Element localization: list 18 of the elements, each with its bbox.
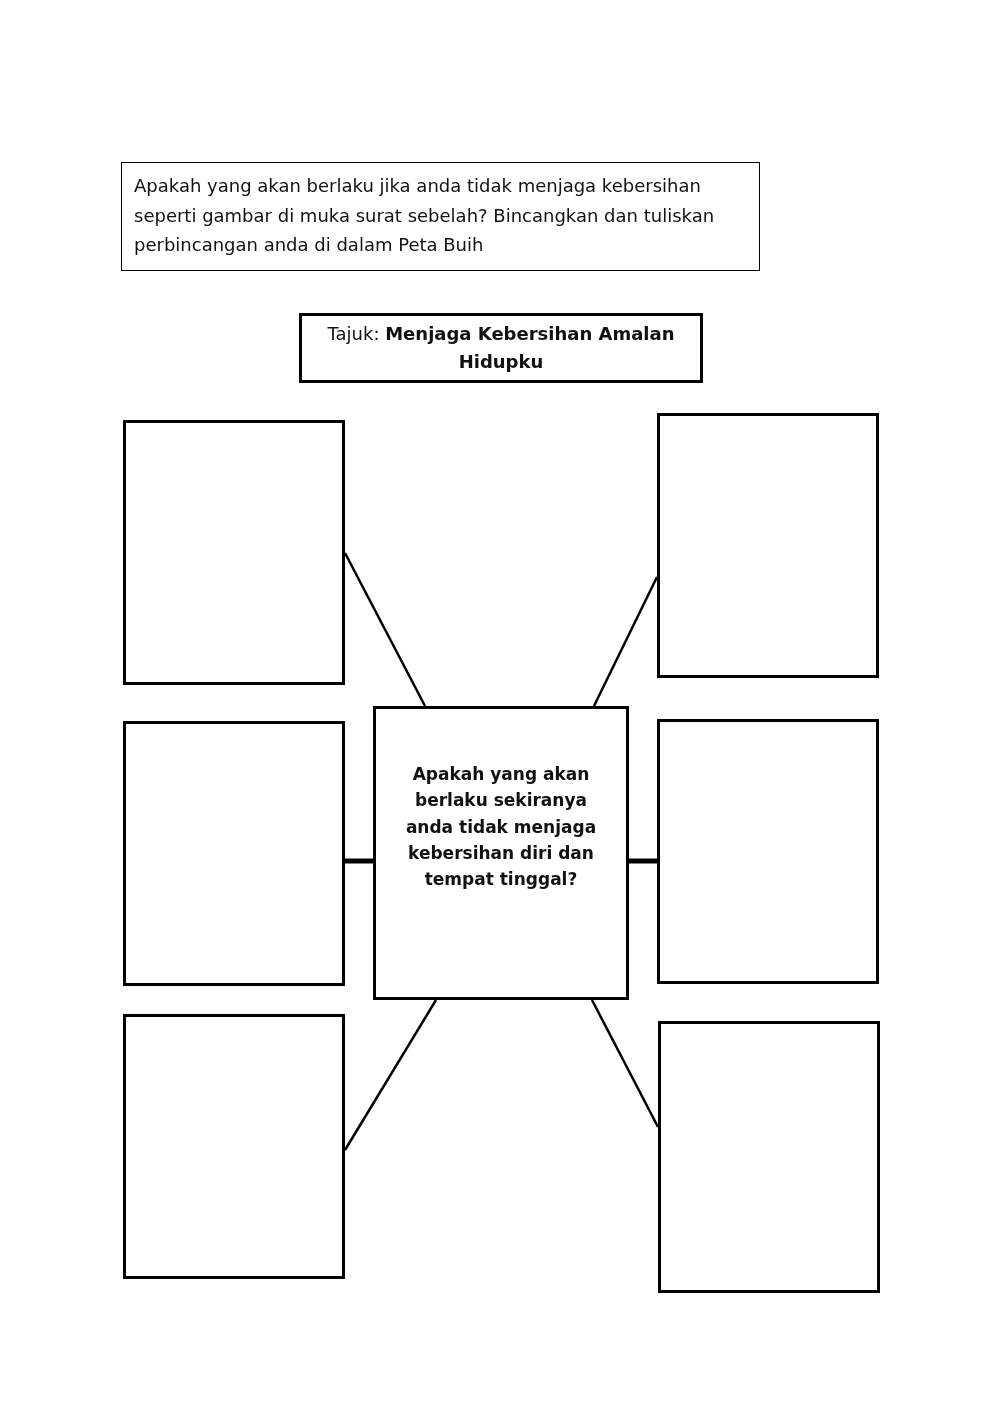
title-box [299, 313, 703, 383]
answer-box [123, 1014, 345, 1279]
connector-line [629, 858, 657, 864]
answer-box [657, 719, 879, 984]
answer-box [658, 1021, 880, 1293]
answer-box [123, 420, 345, 685]
question-box [373, 706, 629, 1000]
connector-line [590, 999, 660, 1128]
connector-line [345, 858, 373, 864]
connector-line [592, 576, 659, 707]
answer-box [123, 721, 345, 986]
connector-line [343, 999, 438, 1151]
answer-box [657, 413, 879, 678]
title-text: Tajuk: Menjaga Kebersihan Amalan Hidupku [326, 322, 676, 374]
question-text: Apakah yang akan berlaku sekiranya anda tidak menjaga kebersihan diri dan tempat tinggal? [404, 763, 598, 892]
instruction-text: Apakah yang akan berlaku jika anda tidak menjaga kebersihan seperti gambar di muka surat sebelah? Bincangkan dan tuliskan perbincangan anda di dalam Peta Buih [134, 174, 716, 258]
connector-line [343, 552, 427, 707]
instruction-box [121, 162, 760, 271]
